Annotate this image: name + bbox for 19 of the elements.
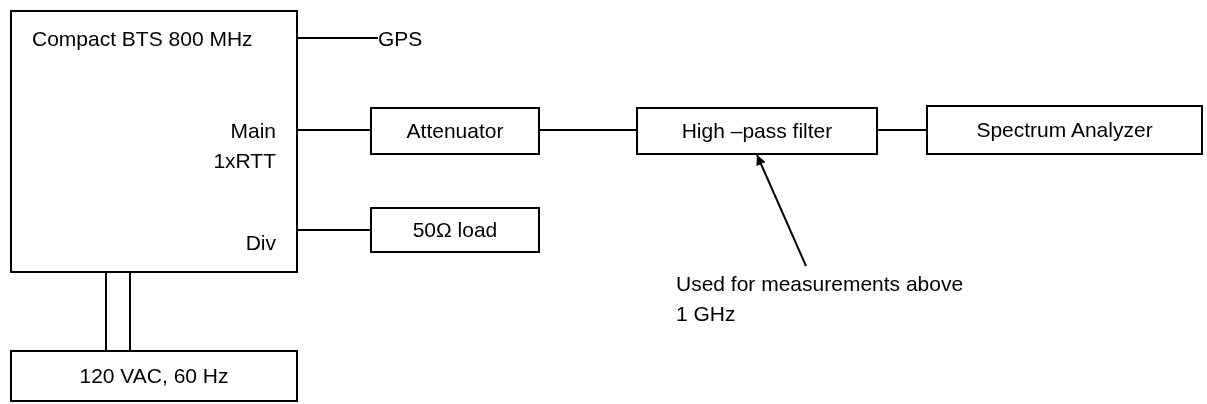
connector-label: GPS bbox=[378, 26, 438, 52]
connector-line bbox=[539, 129, 637, 131]
port-label: Div bbox=[245, 230, 276, 256]
connector-line bbox=[297, 229, 371, 231]
block-box: Spectrum Analyzer bbox=[926, 105, 1203, 155]
device-title: Compact BTS 800 MHz bbox=[32, 26, 253, 52]
block-box: 120 VAC, 60 Hz bbox=[10, 350, 298, 402]
connector-line bbox=[105, 272, 107, 351]
connector-line bbox=[129, 272, 131, 351]
connector-line bbox=[877, 129, 927, 131]
connector-line bbox=[297, 37, 379, 39]
block-box: Attenuator bbox=[370, 107, 540, 155]
port-label: Main 1xRTT bbox=[212, 118, 276, 174]
annotation-text: Used for measurements above 1 GHz bbox=[676, 266, 976, 332]
connector-line bbox=[297, 129, 371, 131]
block-box: 50Ω load bbox=[370, 207, 540, 253]
block-box: High –pass filter bbox=[636, 107, 878, 155]
arrow bbox=[756, 154, 807, 267]
device-box bbox=[10, 10, 298, 273]
